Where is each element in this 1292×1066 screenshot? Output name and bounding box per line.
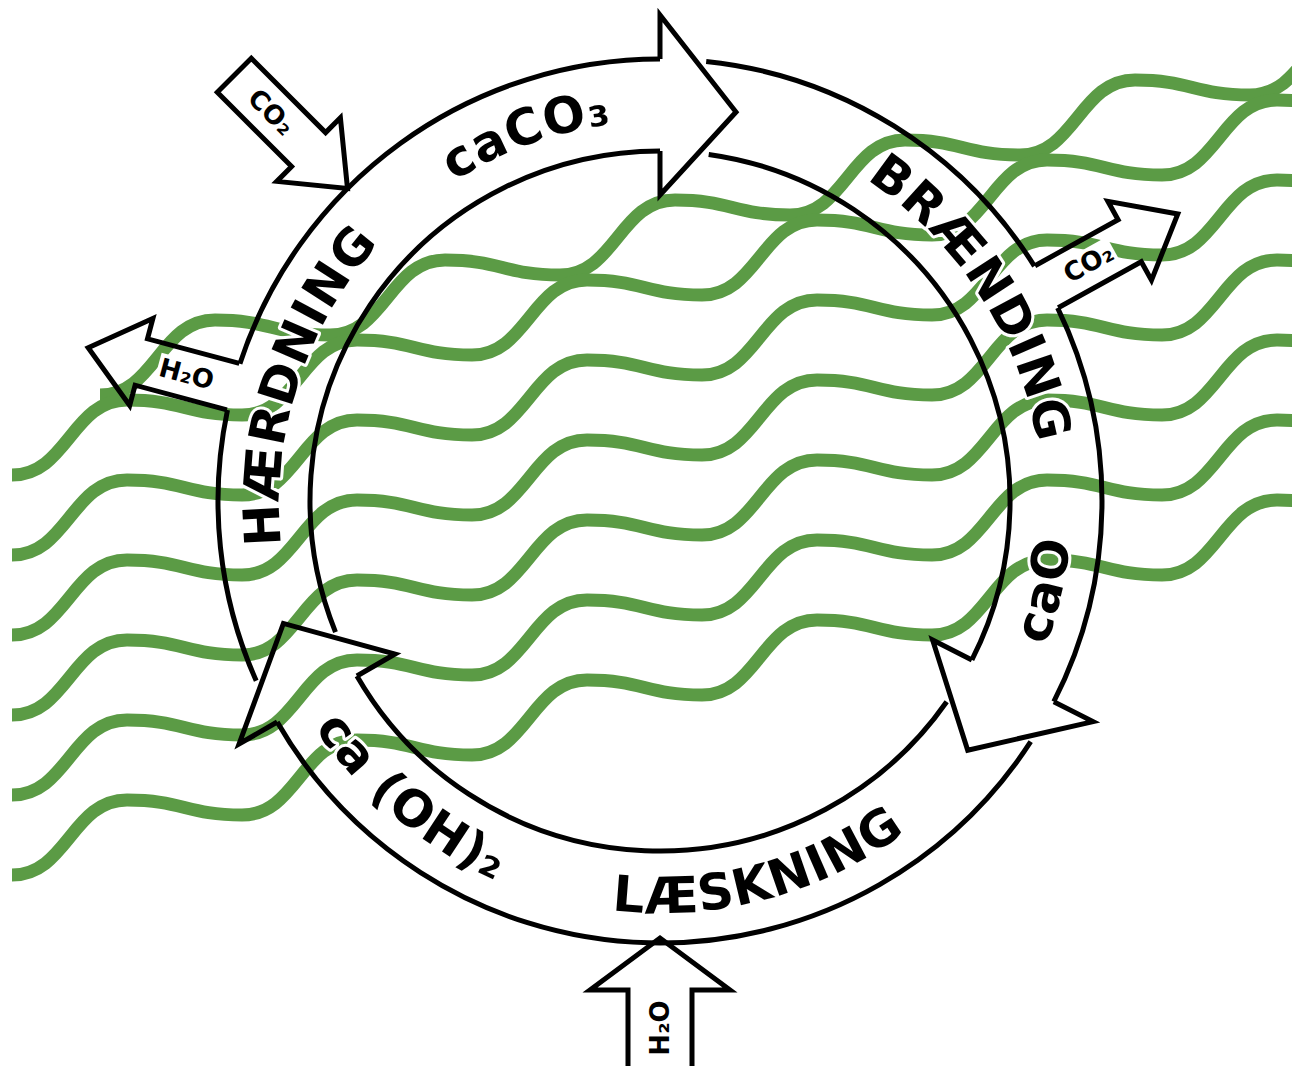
- process-label: LÆSKNING: [611, 794, 913, 926]
- process-label: BRÆNDING: [859, 142, 1083, 446]
- compound-label: caO: [1002, 533, 1082, 649]
- ring-arrowhead: [239, 623, 395, 744]
- water-label: H₂O: [154, 353, 218, 395]
- wave-line: [12, 100, 1292, 475]
- text-path: BRÆNDING: [859, 142, 1083, 446]
- text-path: caCO₃: [431, 78, 614, 191]
- green-waves: [12, 20, 1292, 875]
- compound-label: ca (OH)₂: [305, 701, 517, 892]
- process-label: HÆRDNING: [232, 213, 388, 547]
- text-path: HÆRDNING: [232, 213, 388, 547]
- gas-label: CO₂: [241, 82, 301, 142]
- water-out-arrow: [88, 319, 239, 410]
- label-holder: CO₂: [1057, 237, 1120, 289]
- text-path: ca (OH)₂: [305, 701, 517, 892]
- label-holder: CO₂: [241, 82, 301, 142]
- ring-arrowhead: [660, 15, 736, 195]
- ring-arrowhead: [933, 640, 1093, 750]
- gas-label: CO₂: [1057, 237, 1120, 289]
- water-label: H₂O: [646, 998, 674, 1057]
- label-holder: H₂O: [646, 998, 674, 1057]
- text-path: caO: [1002, 533, 1082, 649]
- water-in-arrow: [590, 938, 730, 1066]
- ring-inner-arc: [310, 151, 660, 632]
- gas-out-arrow: [1035, 201, 1178, 307]
- label-holder: H₂O: [154, 353, 218, 395]
- cycle-ring: [88, 15, 1178, 1066]
- text-path: LÆSKNING: [611, 794, 913, 926]
- compound-label: caCO₃: [431, 78, 614, 191]
- gas-in-arrow: [217, 58, 347, 188]
